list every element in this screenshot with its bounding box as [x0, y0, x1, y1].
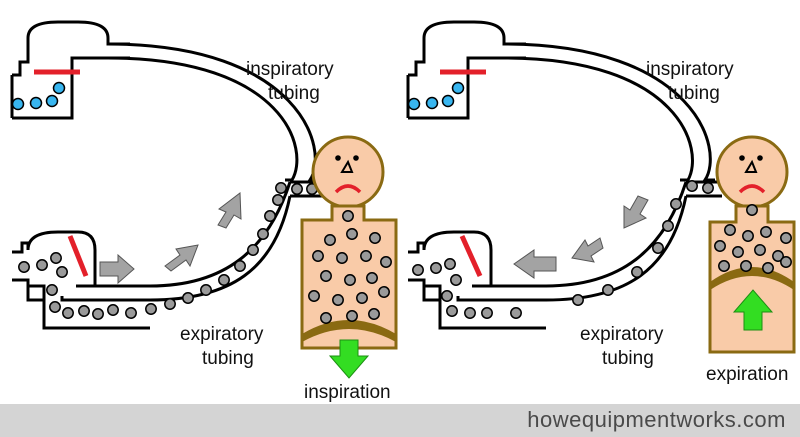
label-expiration: expiration: [706, 364, 788, 385]
diaphragm-right: [710, 267, 794, 290]
diaphragm: [302, 320, 396, 342]
patient-torso-right: [708, 204, 796, 354]
label-inspiratory-tubing-left-2: tubing: [268, 83, 320, 104]
label-inspiratory-tubing-right-1: inspiratory: [646, 59, 734, 80]
lung-gas-particles-right: [714, 204, 792, 274]
flow-arrow-2: [164, 244, 199, 272]
label-expiratory-tubing-right-2: tubing: [602, 348, 654, 369]
panel-inspiration: inspiratory tubing expiratory tubing ins…: [10, 20, 398, 403]
expiratory-valve-flap-right: [459, 234, 483, 278]
footer-bar: howequipmentworks.com: [0, 404, 800, 437]
flow-arrow-3: [217, 192, 242, 229]
inspiratory-tubing-right: [503, 42, 715, 182]
flow-arrow-r2: [571, 237, 604, 263]
flow-arrows: [99, 192, 242, 285]
exhaled-gas-particles-right: [412, 180, 714, 319]
flow-arrow-r1: [623, 195, 649, 229]
inspiratory-valve-housing-right: [406, 20, 526, 120]
panel-expiration: inspiratory tubing expiratory tubing exp…: [406, 20, 796, 385]
label-inspiratory-tubing-left-1: inspiratory: [246, 59, 334, 80]
expiratory-valve-housing-right: [408, 230, 546, 330]
label-expiratory-tubing-right-1: expiratory: [580, 324, 664, 345]
flow-arrows-right: [513, 195, 649, 279]
inspiratory-valve-housing: [10, 20, 130, 120]
exhaled-gas-particles: [18, 182, 318, 320]
expiratory-valve-housing: [12, 230, 150, 330]
flow-arrow-1: [99, 253, 135, 285]
label-expiratory-tubing-left-1: expiratory: [180, 324, 264, 345]
label-inspiratory-tubing-right-2: tubing: [668, 83, 720, 104]
patient-mouth: [334, 184, 362, 194]
patient-expiration: [708, 135, 796, 354]
oxygen-particles: [11, 81, 66, 111]
oxygen-particles-right: [407, 81, 465, 111]
label-inspiration: inspiration: [304, 382, 391, 403]
patient-inspiration: [300, 135, 398, 379]
label-expiratory-tubing-left-2: tubing: [202, 348, 254, 369]
expiration-green-arrow: [732, 289, 774, 331]
site-credit: howequipmentworks.com: [527, 407, 786, 432]
lung-gas-particles: [308, 210, 392, 324]
flow-arrow-r3: [513, 249, 557, 279]
patient-mouth-right: [738, 184, 766, 194]
expiratory-valve-flap: [67, 235, 89, 277]
inspiration-green-arrow: [328, 339, 370, 379]
